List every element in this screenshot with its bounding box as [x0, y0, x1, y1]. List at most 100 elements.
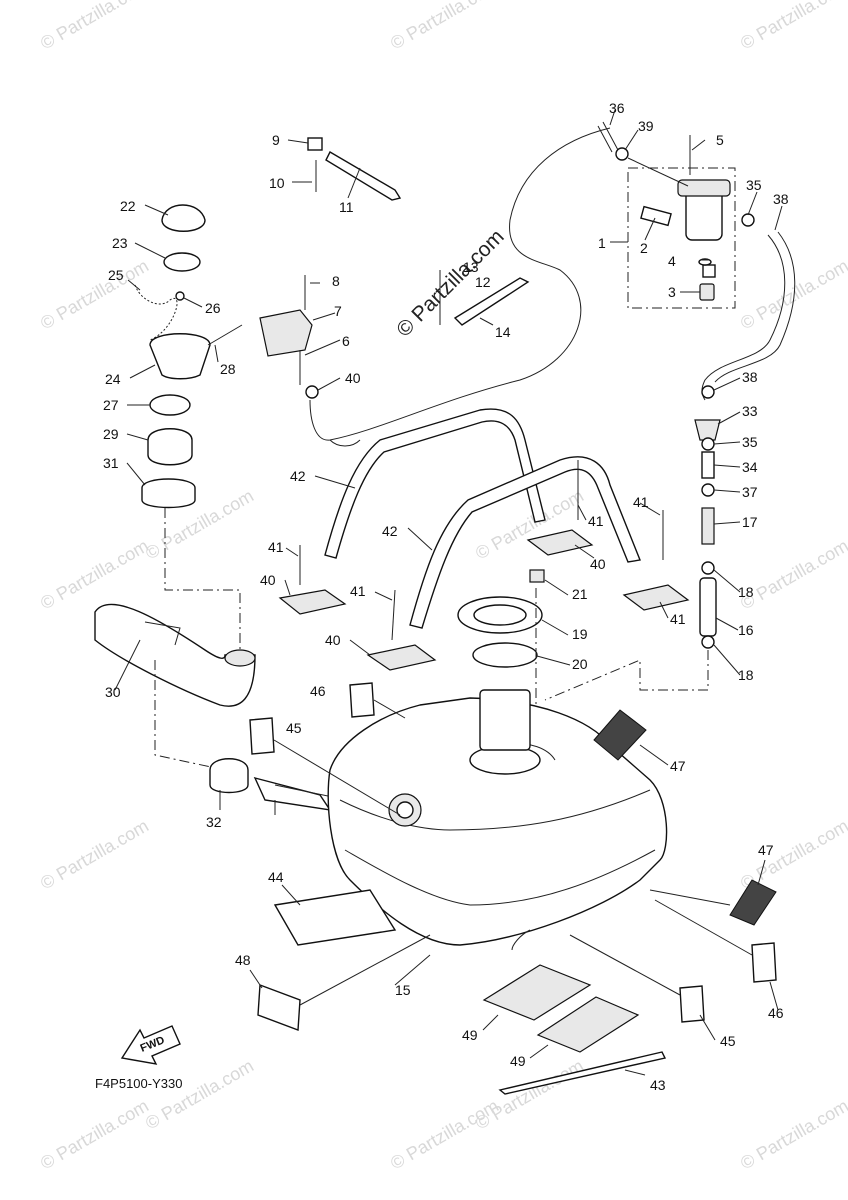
clamp-18-b: [701, 635, 715, 649]
hose-end: [329, 439, 361, 447]
chain-25: [134, 284, 178, 341]
hose-34: [701, 451, 715, 479]
pad-47-a: [593, 709, 647, 761]
clamp-31: [141, 478, 196, 509]
filler-neck-24: [149, 333, 211, 380]
callout-49-b: 49: [510, 1053, 526, 1069]
callout-38-left: 40: [345, 370, 361, 386]
tank-ridge: [339, 789, 651, 831]
hose-16-route: [544, 650, 709, 701]
watermark: © Partzilla.com: [737, 1095, 848, 1173]
callout-40-b: 40: [325, 632, 341, 648]
callout-46-a: 46: [310, 683, 326, 699]
callout-44: 44: [268, 869, 284, 885]
bolt-28: [207, 324, 243, 346]
watermark: © Partzilla.com: [737, 535, 848, 613]
watermark: © Partzilla.com: [142, 1055, 257, 1133]
callout-12: 12: [475, 274, 491, 290]
gasket-27: [149, 394, 191, 416]
pad-45-b-leader: [569, 934, 681, 996]
callout-2: 2: [640, 240, 648, 256]
filler-hose-30: [94, 603, 256, 707]
nut-21: [529, 569, 545, 583]
filter-assy-box: [627, 167, 736, 309]
callout-40-a: 40: [260, 572, 276, 588]
callout-5: 5: [716, 132, 724, 148]
bracket-40-b: [366, 644, 437, 671]
pad-46-b: [751, 942, 777, 983]
callout-6: 7: [334, 303, 342, 319]
callout-22: 22: [120, 198, 136, 214]
strap-42-upper: [324, 408, 546, 559]
clamp-38-top: [615, 147, 629, 161]
callout-25: 25: [108, 267, 124, 283]
callout-11: 11: [339, 199, 354, 215]
watermark: © Partzilla.com: [387, 1095, 502, 1173]
callout-42-a: 42: [290, 468, 306, 484]
watermark: © Partzilla.com: [37, 0, 152, 53]
gasket-20: [472, 642, 538, 668]
callout-3: 3: [668, 284, 676, 300]
clamp-18-a: [701, 561, 715, 575]
callout-35-a: 35: [742, 434, 758, 450]
pad-48-leader: [299, 934, 431, 1006]
bracket-40-d: [622, 584, 690, 611]
callout-42-b: 42: [382, 523, 398, 539]
callout-14: 14: [495, 324, 511, 340]
callout-41-c: 41: [588, 513, 604, 529]
box-6: [259, 309, 313, 357]
pad-49-b: [536, 996, 640, 1053]
callout-49-a: 49: [462, 1027, 478, 1043]
callout-38: 39: [638, 118, 654, 134]
callout-23: 23: [112, 235, 128, 251]
clamp-38-left: [305, 385, 319, 399]
callout-29: 29: [103, 426, 119, 442]
clamp-35-b: [701, 483, 715, 497]
screw-26: [175, 291, 185, 301]
callout-leaders: [114, 109, 783, 1076]
callout-36: 35: [746, 177, 762, 193]
clamp-35-a: [701, 437, 715, 451]
pad-46-a: [349, 682, 375, 718]
callout-1: 1: [598, 235, 606, 251]
hose-39-path: [309, 127, 611, 441]
callout-26: 26: [205, 300, 221, 316]
callout-36-right: 38: [742, 369, 758, 385]
callout-34: 34: [742, 459, 758, 475]
sheet-44: [273, 889, 397, 946]
neck-route: [164, 508, 241, 650]
callout-28: 28: [220, 361, 236, 377]
watermark: © Partzilla.com: [37, 1095, 152, 1173]
fwd-arrow: FWD: [120, 1025, 181, 1065]
pad-46-b-leader: [654, 899, 753, 956]
pad-47-b-leader: [649, 889, 731, 906]
cable-tie-11: [325, 151, 402, 201]
callout-45-b: 45: [720, 1033, 736, 1049]
clamp-36-top: [741, 213, 755, 227]
callout-39: 36: [609, 100, 625, 116]
callout-4: 4: [668, 253, 676, 269]
clamp-32: [209, 758, 249, 794]
callout-9: 9: [272, 132, 280, 148]
watermark: © Partzilla.com: [737, 255, 848, 333]
callout-21: 21: [572, 586, 588, 602]
callout-10: 10: [269, 175, 285, 191]
callout-41-d: 41: [633, 494, 649, 510]
hose-end-30: [224, 649, 256, 667]
callout-47-b: 47: [758, 842, 774, 858]
callout-8: 6: [342, 333, 350, 349]
callouts: 36 39 5 35 38 1 2 4 3 9 10 11 13 12 14 8…: [103, 100, 789, 1093]
callout-45-a: 45: [286, 720, 302, 736]
callout-18-b: 18: [738, 667, 754, 683]
hose-30-route: [154, 660, 226, 771]
clamp-36-right: [701, 385, 715, 399]
pad-46-a-leader: [373, 699, 406, 719]
ring-plate-19-inner: [473, 604, 527, 626]
tank-foot: [511, 929, 531, 951]
hose-30-pointer: [144, 621, 181, 646]
callout-40-c: 40: [590, 556, 606, 572]
drain-screw: [699, 283, 715, 301]
watermark: © Partzilla.com: [37, 815, 152, 893]
